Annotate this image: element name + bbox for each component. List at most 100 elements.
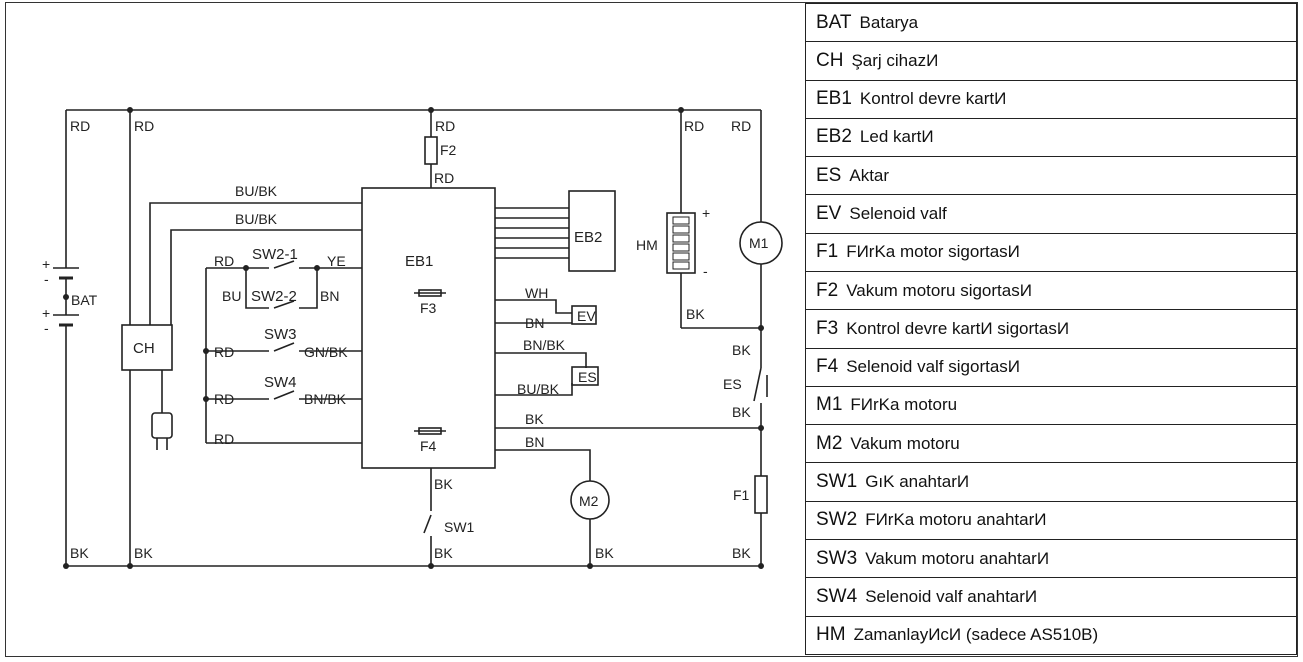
legend-description: Kontrol devre kartИ sigortasИ	[846, 318, 1070, 338]
legend-code: EB1	[816, 88, 852, 110]
sw4-switch	[273, 390, 295, 400]
bn-bk-es-wire	[495, 352, 587, 368]
legend-description: Selenoid valf sigortasИ	[846, 357, 1020, 377]
legend-description: FИrKa motoru	[850, 395, 958, 415]
es-switch	[753, 367, 762, 402]
minus-sign: -	[44, 271, 49, 287]
rd-label: RD	[214, 391, 234, 407]
plus-sign: +	[42, 305, 50, 321]
legend-row: F2 Vakum motoru sigortasИ	[805, 270, 1297, 311]
legend-code: SW4	[816, 585, 858, 607]
rd-label: RD	[70, 118, 90, 134]
hm-label: HM	[636, 237, 658, 253]
ch-box	[121, 324, 173, 371]
f3-fuse	[418, 289, 442, 297]
legend-code: F2	[816, 279, 839, 301]
rd-label: RD	[684, 118, 704, 134]
legend-code: F1	[816, 241, 839, 263]
sw2-2-label: SW2-2	[251, 288, 297, 305]
bat-label: BAT	[71, 292, 98, 308]
legend-row: SW1 GıK anahtarИ	[805, 462, 1297, 502]
f1-label: F1	[733, 487, 750, 503]
bu-bk-label: BU/BK	[235, 183, 278, 199]
legend-description: Batarya	[859, 12, 919, 32]
legend-description: FИrKa motoru anahtarИ	[865, 510, 1047, 530]
rd-label: RD	[435, 118, 455, 134]
f1-fuse	[754, 475, 768, 514]
bk-label: BK	[686, 306, 705, 322]
legend-row: HM ZamanlayИcИ (sadece AS510B)	[805, 615, 1297, 655]
bu-bk-wire-2	[170, 229, 362, 325]
legend-description: Vakum motoru anahtarИ	[865, 548, 1050, 568]
legend-row: F3 Kontrol devre kartИ sigortasИ	[805, 309, 1297, 349]
legend-code: SW3	[816, 547, 858, 569]
f4-label: F4	[420, 438, 437, 454]
legend-description: ZamanlayИcИ (sadece AS510B)	[853, 625, 1099, 645]
wh-label: WH	[525, 285, 548, 301]
plus-sign: +	[702, 205, 710, 221]
bk-label: BK	[434, 545, 453, 561]
minus-sign: -	[703, 263, 708, 279]
eb2-box	[568, 190, 616, 272]
bn-m2-wire	[495, 449, 591, 481]
rd-label: RD	[134, 118, 154, 134]
bu-bk-wire-1	[149, 202, 362, 325]
legend-code: EB2	[816, 126, 852, 148]
f4-fuse	[418, 427, 442, 435]
rd-label: RD	[434, 170, 454, 186]
ev-label: EV	[577, 308, 596, 324]
legend-code: F3	[816, 317, 839, 339]
rd-label: RD	[214, 431, 234, 447]
m1-label: M1	[749, 235, 769, 251]
sw4-label: SW4	[264, 374, 297, 391]
legend-row: M1 FИrKa motoru	[805, 385, 1297, 426]
bk-label: BK	[732, 404, 751, 420]
legend-description: FИrKa motor sigortasИ	[846, 242, 1020, 262]
page-frame	[5, 2, 1298, 657]
rd-label: RD	[731, 118, 751, 134]
bk-label: BK	[70, 545, 89, 561]
plus-sign: +	[42, 256, 50, 272]
legend-code: F4	[816, 356, 839, 378]
legend-description: Led kartИ	[859, 127, 934, 147]
legend-description: GıK anahtarИ	[865, 472, 970, 492]
bk-label: BK	[525, 411, 544, 427]
legend-row: SW3 Vakum motoru anahtarИ	[805, 538, 1297, 579]
bn-bk-label: BN/BK	[523, 337, 566, 353]
legend-code: M1	[816, 394, 843, 416]
legend-description: Vakum motoru sigortasИ	[846, 280, 1032, 300]
es-label: ES	[578, 369, 597, 385]
es-box	[571, 366, 599, 386]
bu-label: BU	[222, 288, 241, 304]
bu-bk-label: BU/BK	[235, 211, 278, 227]
bk-label: BK	[732, 342, 751, 358]
legend-code: CH	[816, 49, 844, 71]
f2-label: F2	[440, 142, 457, 158]
ev-box	[571, 305, 597, 325]
legend-code: HM	[816, 624, 846, 646]
legend-code: EV	[816, 203, 842, 225]
sw2-2-switch	[273, 300, 295, 309]
legend-code: SW1	[816, 471, 858, 493]
legend-code: BAT	[816, 11, 852, 33]
sw2-1-switch	[273, 260, 295, 269]
legend-row: EB2 Led kartИ	[805, 117, 1297, 158]
legend-code: M2	[816, 432, 843, 454]
wh-wire	[495, 299, 572, 314]
bn-label: BN	[320, 288, 339, 304]
m1-circle	[739, 221, 783, 265]
bn-label: BN	[525, 315, 544, 331]
eb1-label: EB1	[405, 253, 433, 270]
eb1-box	[361, 187, 496, 469]
sw3-switch	[273, 342, 295, 352]
legend-row: SW2 FИrKa motoru anahtarИ	[805, 500, 1297, 540]
bu-bk-label: BU/BK	[517, 381, 560, 397]
rd-label: RD	[214, 253, 234, 269]
plug-icon	[151, 412, 173, 439]
minus-sign: -	[44, 320, 49, 336]
legend-code: SW2	[816, 509, 858, 531]
bn-bk-label: BN/BK	[304, 391, 347, 407]
